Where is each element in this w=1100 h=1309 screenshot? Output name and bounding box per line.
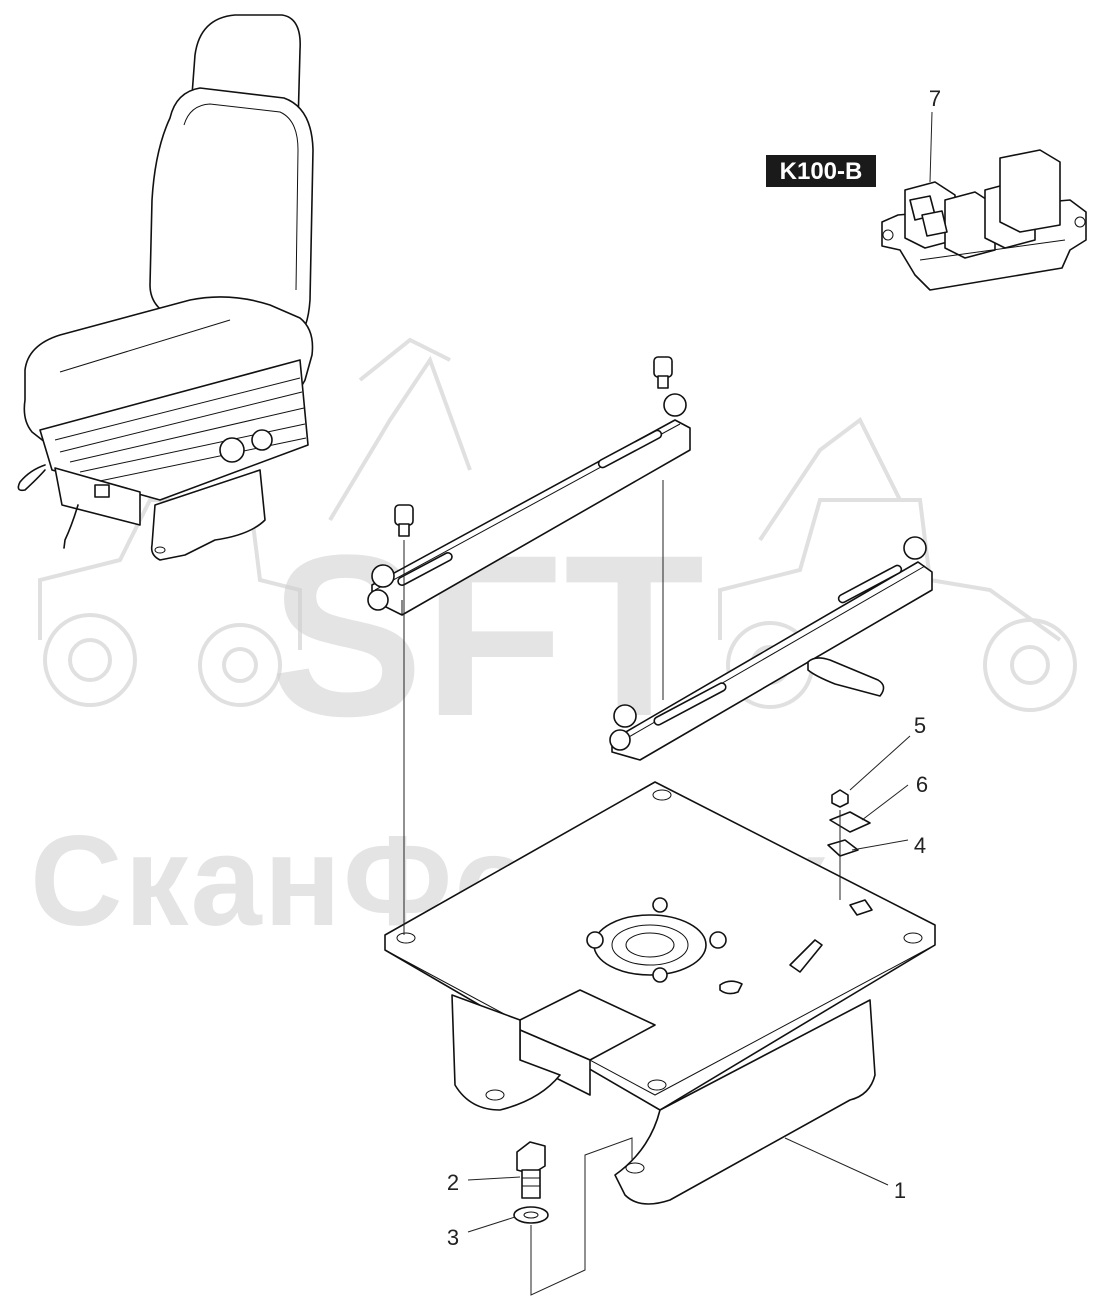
callout-6: 6 — [916, 772, 928, 797]
washer — [513, 1206, 549, 1224]
callout-3: 3 — [447, 1225, 459, 1250]
model-tag-label: K100-B — [780, 158, 863, 185]
swivel-base-plate — [384, 781, 936, 1205]
hex-bolt — [516, 1141, 546, 1199]
callout-5: 5 — [914, 713, 926, 738]
callout-numbers: 7 5 6 4 2 3 1 — [447, 86, 941, 1250]
rail-bolt-right — [653, 356, 673, 389]
callout-2: 2 — [447, 1170, 459, 1195]
fastener-clip — [829, 811, 871, 833]
control-unit — [881, 149, 1087, 291]
callout-leaders — [467, 111, 933, 1233]
model-tag: K100-B — [766, 155, 876, 187]
upper-slide-rail — [367, 393, 691, 616]
rail-bolt-left — [394, 504, 414, 537]
fastener-bracket — [827, 839, 873, 916]
seat-assembly — [17, 14, 314, 561]
fastener-nut — [831, 789, 849, 808]
callout-4: 4 — [914, 833, 926, 858]
assembly-lines — [403, 480, 841, 1296]
callout-1: 1 — [894, 1178, 906, 1203]
callout-7: 7 — [929, 86, 941, 111]
lower-slide-rail — [609, 536, 933, 761]
